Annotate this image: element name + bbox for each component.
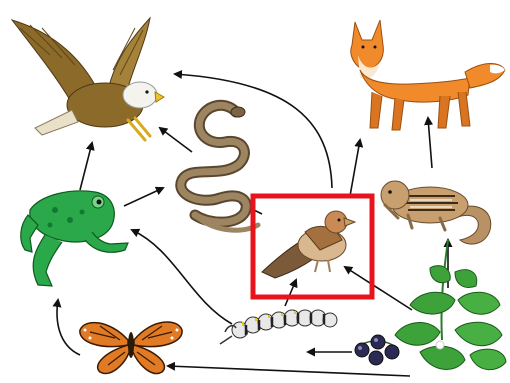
butterfly-icon xyxy=(80,322,182,374)
chipmunk-icon xyxy=(381,181,491,244)
arrow-caterpillar-to-frog xyxy=(132,230,232,324)
arrow-snake-to-eagle xyxy=(160,128,192,152)
eagle-icon xyxy=(12,18,164,140)
arrow-chipmunk-to-fox xyxy=(428,118,432,168)
frog-icon xyxy=(21,191,128,286)
arrow-butterfly-to-frog xyxy=(57,300,80,355)
arrow-plant-to-sparrow xyxy=(345,267,412,310)
arrow-sparrow-to-fox xyxy=(350,140,360,196)
arrow-frog-to-eagle xyxy=(80,143,92,190)
sparrow-icon xyxy=(262,211,355,278)
berries-icon xyxy=(355,335,399,365)
plant-icon xyxy=(395,240,506,370)
snake-icon xyxy=(181,105,258,230)
arrow-caterpillar-to-sparrow xyxy=(285,280,296,306)
fox-icon xyxy=(351,20,505,130)
arrow-plant-to-butterfly xyxy=(168,366,410,376)
caterpillar-icon xyxy=(220,310,337,344)
arrow-frog-to-snake xyxy=(124,188,163,206)
